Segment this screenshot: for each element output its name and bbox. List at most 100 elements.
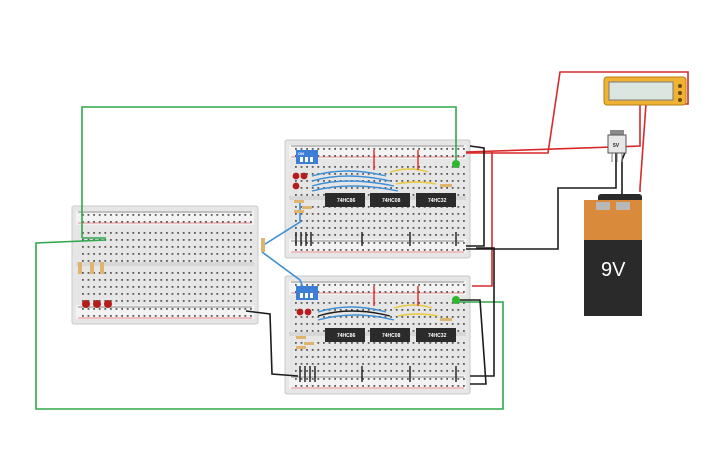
breadboard-hole bbox=[244, 214, 247, 216]
breadboard-hole bbox=[295, 284, 297, 286]
breadboard-hole bbox=[82, 253, 84, 255]
breadboard-hole bbox=[87, 253, 90, 255]
breadboard-hole bbox=[423, 316, 426, 318]
breadboard-hole bbox=[418, 173, 420, 175]
breadboard-hole bbox=[194, 232, 196, 234]
breadboard-hole bbox=[407, 166, 409, 168]
breadboard-hole bbox=[435, 370, 437, 372]
dip-switch-top[interactable]: ON bbox=[296, 150, 318, 164]
breadboard-hole bbox=[93, 286, 95, 288]
breadboard-hole bbox=[345, 316, 348, 318]
breadboard-hole bbox=[132, 260, 135, 262]
breadboard-hole bbox=[446, 227, 448, 229]
breadboard-hole bbox=[412, 155, 415, 157]
breadboard-hole bbox=[339, 227, 342, 229]
breadboard-hole bbox=[339, 316, 342, 318]
voltage-regulator[interactable]: 5V bbox=[607, 130, 627, 162]
breadboard-hole bbox=[98, 300, 101, 302]
breadboard-hole bbox=[82, 272, 84, 274]
breadboard-hole bbox=[356, 342, 359, 344]
breadboard-hole bbox=[339, 302, 342, 304]
breadboard-hole bbox=[367, 180, 370, 182]
battery-9v[interactable]: 9V bbox=[584, 194, 642, 316]
breadboard-hole bbox=[356, 363, 359, 365]
breadboard-hole bbox=[401, 249, 404, 251]
breadboard-hole bbox=[188, 239, 191, 241]
breadboard-hole bbox=[216, 315, 219, 317]
breadboard-hole bbox=[334, 249, 336, 251]
breadboard-hole bbox=[384, 284, 387, 286]
breadboard-hole bbox=[210, 286, 213, 288]
breadboard-hole bbox=[317, 148, 320, 150]
breadboard-hole bbox=[93, 260, 95, 262]
breadboard-hole bbox=[171, 246, 174, 248]
breadboard-hole bbox=[166, 214, 168, 216]
breadboard-hole bbox=[300, 187, 303, 189]
breadboard-hole bbox=[300, 302, 303, 304]
breadboard-hole bbox=[334, 370, 336, 372]
led-red-left-1 bbox=[82, 300, 90, 308]
chip-74hc32-top[interactable]: 74HC32 bbox=[416, 193, 456, 207]
breadboard-hole bbox=[115, 239, 118, 241]
breadboard-hole bbox=[154, 315, 157, 317]
chip-74hc08-bottom[interactable]: 74HC08 bbox=[370, 328, 410, 342]
breadboard-hole bbox=[440, 148, 443, 150]
breadboard-hole bbox=[435, 242, 437, 244]
breadboard-hole bbox=[435, 213, 437, 215]
breadboard-hole bbox=[429, 155, 432, 157]
breadboard-hole bbox=[423, 166, 426, 168]
breadboard-hole bbox=[423, 302, 426, 304]
breadboard-hole bbox=[451, 242, 454, 244]
breadboard-hole bbox=[362, 227, 364, 229]
breadboard-hole bbox=[222, 315, 224, 317]
breadboard-hole bbox=[317, 349, 320, 351]
dip-switch-bottom[interactable] bbox=[296, 286, 318, 300]
breadboard-holes bbox=[82, 148, 465, 387]
breadboard-hole bbox=[446, 249, 448, 251]
breadboard-hole bbox=[311, 385, 314, 387]
svg-text:74HC32: 74HC32 bbox=[428, 333, 447, 339]
breadboard-hole bbox=[121, 293, 123, 295]
breadboard-hole bbox=[379, 166, 381, 168]
breadboard-hole bbox=[121, 221, 123, 223]
breadboard-hole bbox=[110, 232, 112, 234]
breadboard-hole bbox=[390, 385, 392, 387]
breadboard-hole bbox=[401, 385, 404, 387]
wire-black-bottom-right bbox=[460, 299, 487, 385]
breadboard-hole bbox=[110, 246, 112, 248]
breadboard-hole bbox=[238, 272, 241, 274]
breadboard-hole bbox=[149, 279, 151, 281]
chip-74hc86-bottom[interactable]: 74HC86 bbox=[325, 328, 365, 342]
breadboard-hole bbox=[379, 242, 381, 244]
breadboard-hole bbox=[132, 286, 135, 288]
breadboard-hole bbox=[222, 221, 224, 223]
wire-black-mid bbox=[470, 247, 495, 377]
breadboard-hole bbox=[194, 308, 196, 310]
breadboard-hole bbox=[244, 253, 247, 255]
chip-74hc86-top[interactable]: 74HC86 bbox=[325, 193, 365, 207]
breadboard-hole bbox=[356, 316, 359, 318]
wires[interactable] bbox=[35, 71, 689, 410]
multimeter[interactable] bbox=[603, 76, 687, 106]
breadboard-hole bbox=[328, 309, 331, 311]
breadboard-hole bbox=[334, 342, 336, 344]
breadboard-hole bbox=[351, 342, 353, 344]
breadboard-hole bbox=[323, 220, 325, 222]
breadboard-hole bbox=[362, 284, 364, 286]
breadboard-hole bbox=[451, 356, 454, 358]
breadboard-hole bbox=[126, 239, 129, 241]
chip-74hc32-bottom[interactable]: 74HC32 bbox=[416, 328, 456, 342]
breadboard-hole bbox=[121, 272, 123, 274]
breadboard-hole bbox=[87, 293, 90, 295]
chip-74hc08-top[interactable]: 74HC08 bbox=[370, 193, 410, 207]
breadboard-hole bbox=[317, 356, 320, 358]
breadboard-hole bbox=[407, 378, 409, 380]
breadboard-hole bbox=[423, 342, 426, 344]
breadboard-hole bbox=[435, 342, 437, 344]
breadboard-hole bbox=[339, 148, 342, 150]
breadboard-hole bbox=[390, 323, 392, 325]
breadboard-hole bbox=[115, 293, 118, 295]
breadboard-hole bbox=[351, 309, 353, 311]
breadboard-hole bbox=[351, 284, 353, 286]
